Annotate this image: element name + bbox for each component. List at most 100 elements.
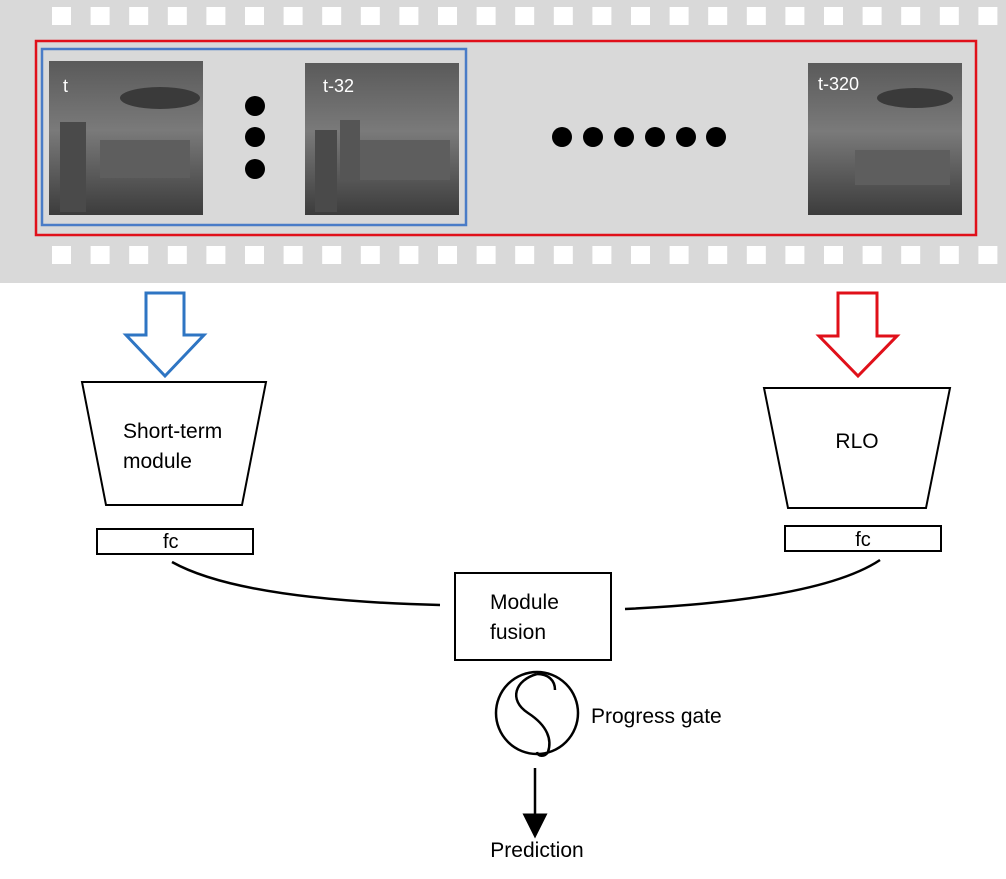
rlo-connector xyxy=(624,558,881,611)
ellipsis-dot xyxy=(614,127,634,147)
sprocket-hole xyxy=(245,7,264,25)
sprocket-hole xyxy=(939,246,959,264)
sprocket-hole xyxy=(322,246,342,264)
ellipsis-dot xyxy=(706,127,726,147)
short-term-title-line1: Short-term xyxy=(123,420,222,443)
sprocket-hole xyxy=(283,246,303,264)
sprocket-hole xyxy=(901,7,921,25)
sprocket-hole xyxy=(708,246,728,264)
scene-table xyxy=(355,140,450,180)
scene-person xyxy=(60,122,86,212)
sprocket-hole xyxy=(90,7,110,25)
sprocket-hole xyxy=(129,246,149,264)
short-term-window xyxy=(40,47,468,227)
ellipsis-dot xyxy=(245,127,265,147)
scene-person xyxy=(315,130,337,212)
sprocket-hole xyxy=(322,7,342,25)
sprocket-hole xyxy=(901,246,921,264)
frame-label: t-320 xyxy=(818,74,859,94)
sprocket-hole xyxy=(360,246,380,264)
ellipsis-dot xyxy=(676,127,696,147)
ellipsis-dot xyxy=(552,127,572,147)
sprocket-hole xyxy=(245,246,264,264)
ellipsis-dot xyxy=(583,127,603,147)
sprocket-hole xyxy=(438,7,457,25)
sprocket-hole xyxy=(708,7,728,25)
sprocket-hole xyxy=(167,246,187,264)
sprocket-hole xyxy=(978,246,998,264)
scene-table xyxy=(100,140,190,178)
horizontal-ellipsis xyxy=(552,127,726,147)
sprocket-hole xyxy=(90,246,110,264)
depth-frame-image xyxy=(808,63,962,215)
frame-label: t xyxy=(63,76,68,96)
frame-t-32: t-32 xyxy=(305,63,459,215)
short-term-fc-label: fc xyxy=(163,531,179,553)
sprocket-hole xyxy=(746,246,766,264)
sprocket-hole xyxy=(399,246,419,264)
sprocket-hole xyxy=(824,246,843,264)
sprocket-hole xyxy=(824,7,843,25)
ellipsis-dot xyxy=(245,96,265,116)
sprocket-hole xyxy=(360,7,380,25)
sprocket-hole xyxy=(52,7,71,25)
short-term-trapezoid xyxy=(80,381,268,506)
long-term-down-arrow xyxy=(815,291,901,379)
sprocket-hole xyxy=(592,7,612,25)
frame-label: t-32 xyxy=(323,76,354,96)
ellipsis-dot xyxy=(645,127,665,147)
sprocket-hole xyxy=(438,246,457,264)
sprocket-hole xyxy=(631,7,650,25)
rlo-module: RLO fc xyxy=(762,387,952,552)
rlo-trapezoid xyxy=(762,387,952,509)
sprocket-hole xyxy=(206,246,226,264)
short-term-down-arrow xyxy=(122,291,208,379)
sprocket-hole xyxy=(476,7,496,25)
sprocket-hole xyxy=(206,7,226,25)
sprocket-hole xyxy=(862,7,882,25)
short-term-module: Short-term module fc xyxy=(80,381,268,555)
scene-lamp xyxy=(877,88,953,108)
sigmoid-curve-top xyxy=(536,672,557,691)
progress-gate: Progress gate xyxy=(494,670,722,757)
short-term-fc-layer xyxy=(96,528,254,555)
sprocket-hole xyxy=(631,246,650,264)
long-term-window xyxy=(34,39,978,237)
sprocket-hole xyxy=(399,7,419,25)
sigmoid-icon xyxy=(494,670,580,756)
sprocket-hole xyxy=(939,7,959,25)
rlo-fc-label: fc xyxy=(855,529,871,551)
module-fusion-box xyxy=(454,572,612,661)
sprocket-hole xyxy=(129,7,149,25)
ellipsis-dot xyxy=(245,159,265,179)
sprocket-hole xyxy=(515,7,535,25)
sprocket-hole xyxy=(862,246,882,264)
sprocket-hole xyxy=(52,246,71,264)
sprocket-hole xyxy=(283,7,303,25)
sprocket-holes-top xyxy=(52,7,998,25)
sprocket-hole xyxy=(785,246,805,264)
sprocket-hole xyxy=(746,7,766,25)
module-fusion: Module fusion xyxy=(454,572,612,661)
prediction-label: Prediction xyxy=(490,839,583,862)
short-term-title-line2: module xyxy=(123,450,192,473)
progress-gate-label: Progress gate xyxy=(591,705,722,728)
sprocket-hole xyxy=(669,246,689,264)
sprocket-hole xyxy=(553,7,573,25)
sprocket-hole xyxy=(785,7,805,25)
frame-t: t xyxy=(49,61,203,215)
rlo-title: RLO xyxy=(835,430,878,453)
scene-lamp xyxy=(120,87,200,109)
module-fusion-line2: fusion xyxy=(490,621,546,644)
module-fusion-line1: Module xyxy=(490,591,559,614)
sprocket-hole xyxy=(553,246,573,264)
sprocket-holes-bottom xyxy=(52,246,998,264)
scene-person xyxy=(340,120,360,180)
sprocket-hole xyxy=(515,246,535,264)
vertical-ellipsis xyxy=(245,96,265,179)
sigmoid-curve xyxy=(515,672,551,757)
film-strip: t t-32 t-320 xyxy=(0,0,1006,283)
sprocket-hole xyxy=(669,7,689,25)
frame-t-320: t-320 xyxy=(808,63,962,215)
